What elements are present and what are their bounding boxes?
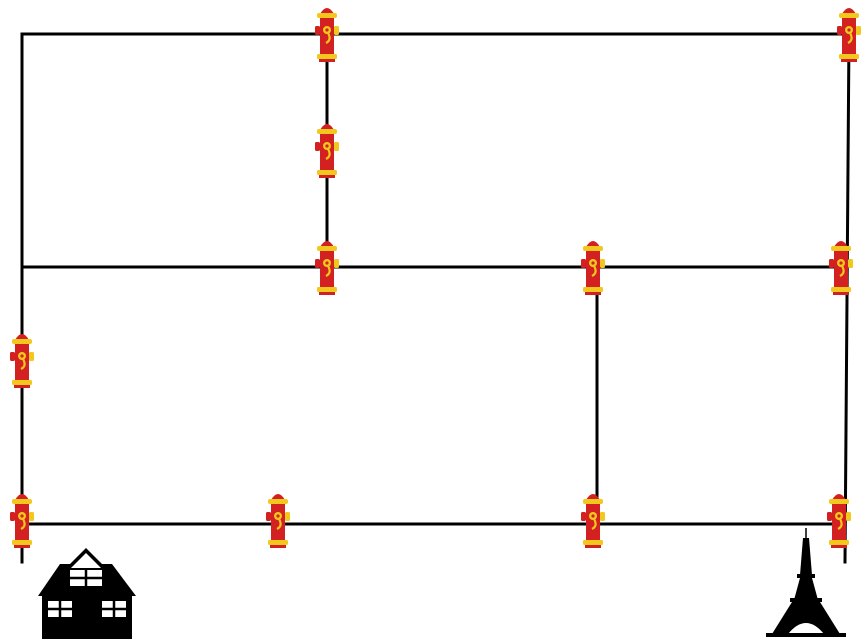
fire-hydrant-icon [266,494,290,548]
landmarks [38,528,846,639]
street-lines [22,34,849,562]
fire-hydrants [10,8,861,548]
house-icon [38,548,136,639]
fire-hydrant-icon [10,334,34,388]
fire-hydrant-icon [827,494,851,548]
street-segment [845,34,849,562]
fire-hydrant-icon [10,494,34,548]
fire-hydrant-icon [581,494,605,548]
fire-hydrant-icon [315,124,339,178]
